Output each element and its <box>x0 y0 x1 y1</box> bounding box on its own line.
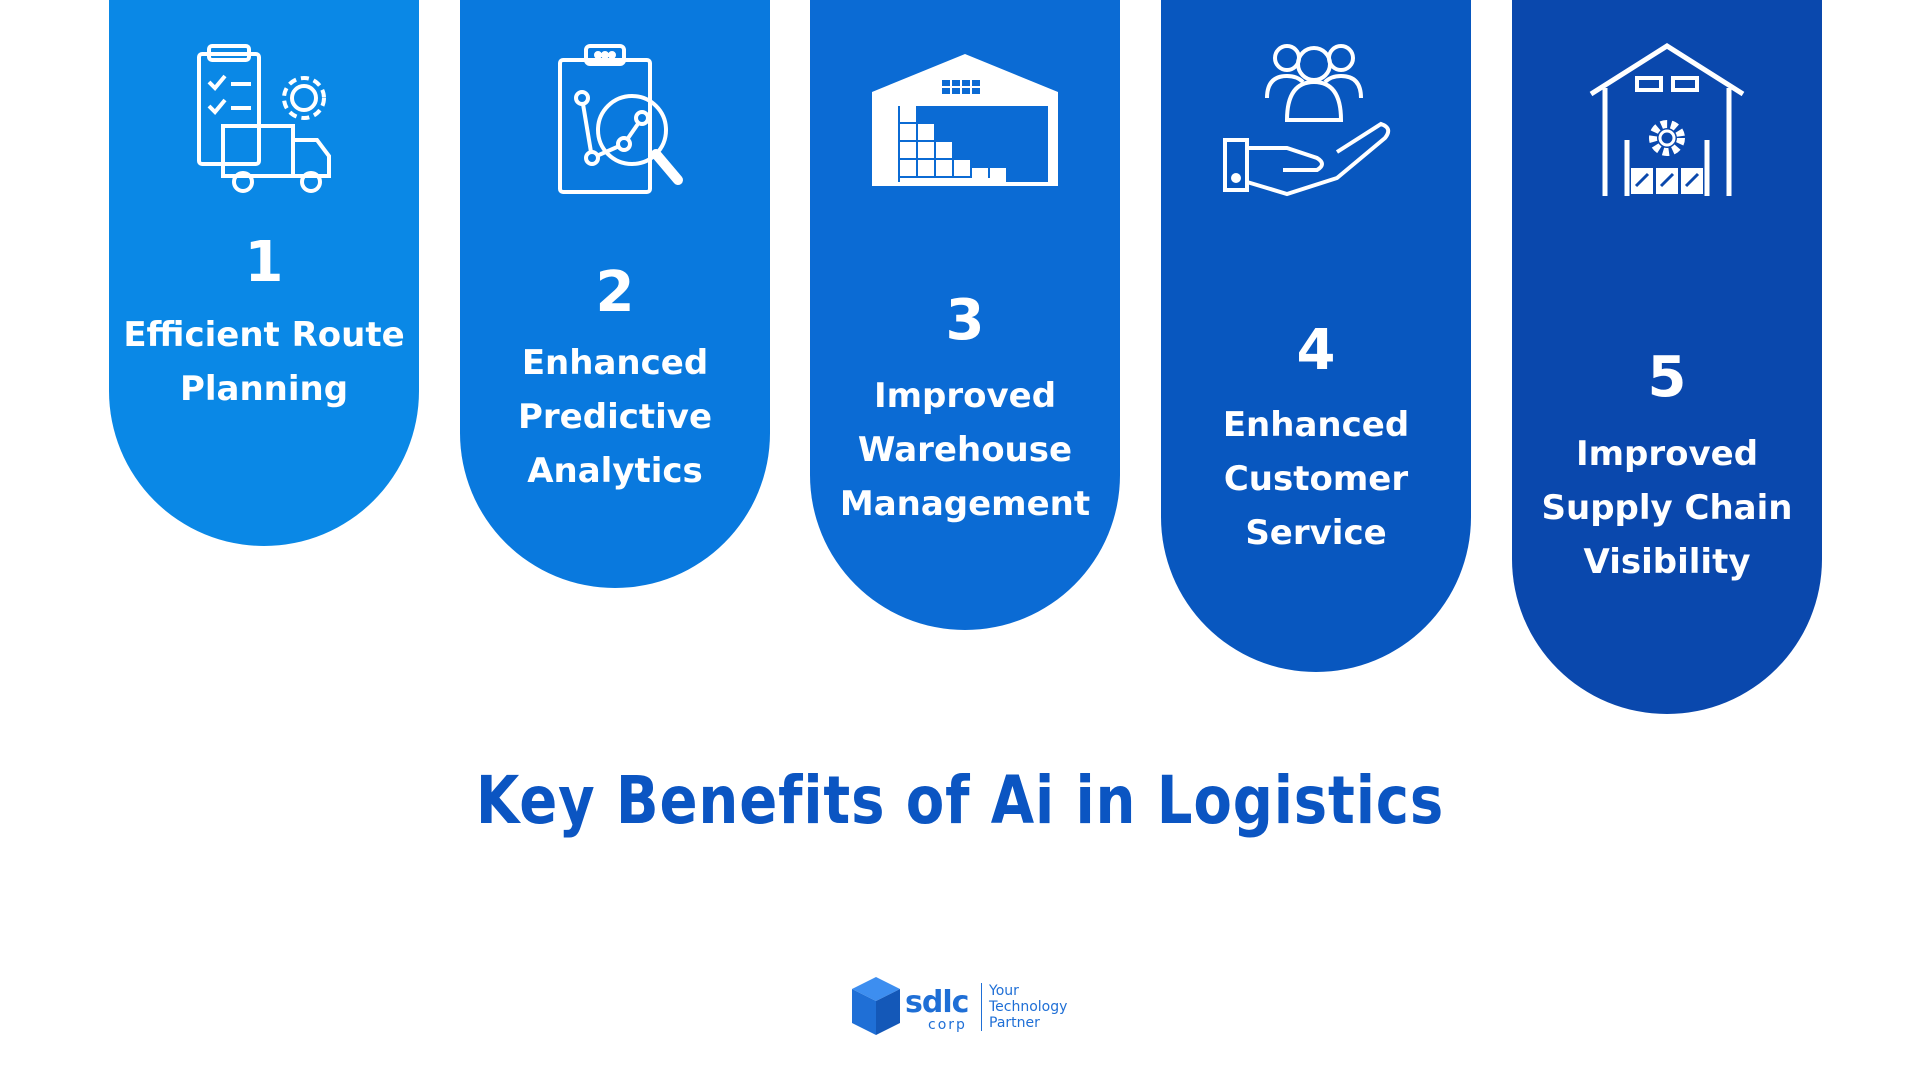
cube-logo-icon <box>852 977 900 1035</box>
customer-service-icon <box>1161 40 1471 200</box>
company-logo: sdlc corp Your Technology Partner <box>850 975 1090 1045</box>
logo-tagline: Your Technology Partner <box>989 983 1068 1031</box>
logo-sub: corp <box>928 1017 967 1033</box>
supply-chain-icon <box>1512 40 1822 200</box>
predictive-analytics-icon <box>460 40 770 200</box>
logo-brand: sdlc <box>905 985 969 1020</box>
logo-divider <box>981 983 982 1031</box>
card-number: 5 <box>1647 345 1687 410</box>
card-number: 1 <box>244 230 284 295</box>
page-title: Key Benefits of Ai in Logistics <box>475 762 1445 839</box>
route-planning-icon <box>109 40 419 200</box>
card-number: 3 <box>945 288 985 353</box>
warehouse-icon <box>810 40 1120 200</box>
card-number: 4 <box>1296 318 1336 383</box>
card-number: 2 <box>595 260 635 325</box>
